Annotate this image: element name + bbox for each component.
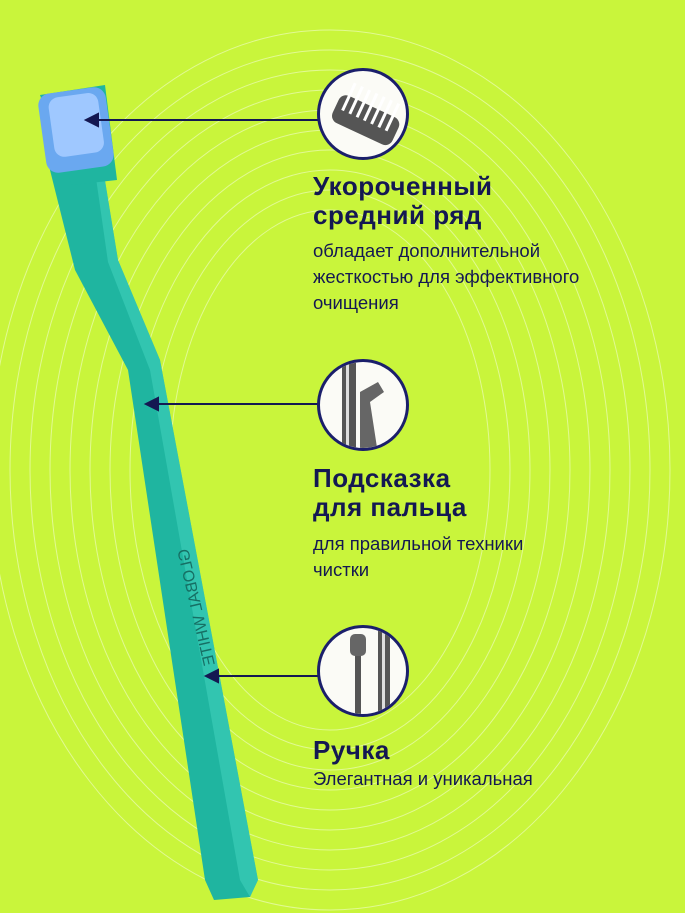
finger-grip-icon: [317, 359, 409, 451]
brush-head-bristles-icon: [317, 68, 409, 160]
bristles: [38, 87, 114, 173]
handle-icon: [317, 625, 409, 717]
feature-3-description: Элегантная и уникальная: [313, 768, 533, 789]
feature-3-title: Ручка: [313, 735, 390, 765]
